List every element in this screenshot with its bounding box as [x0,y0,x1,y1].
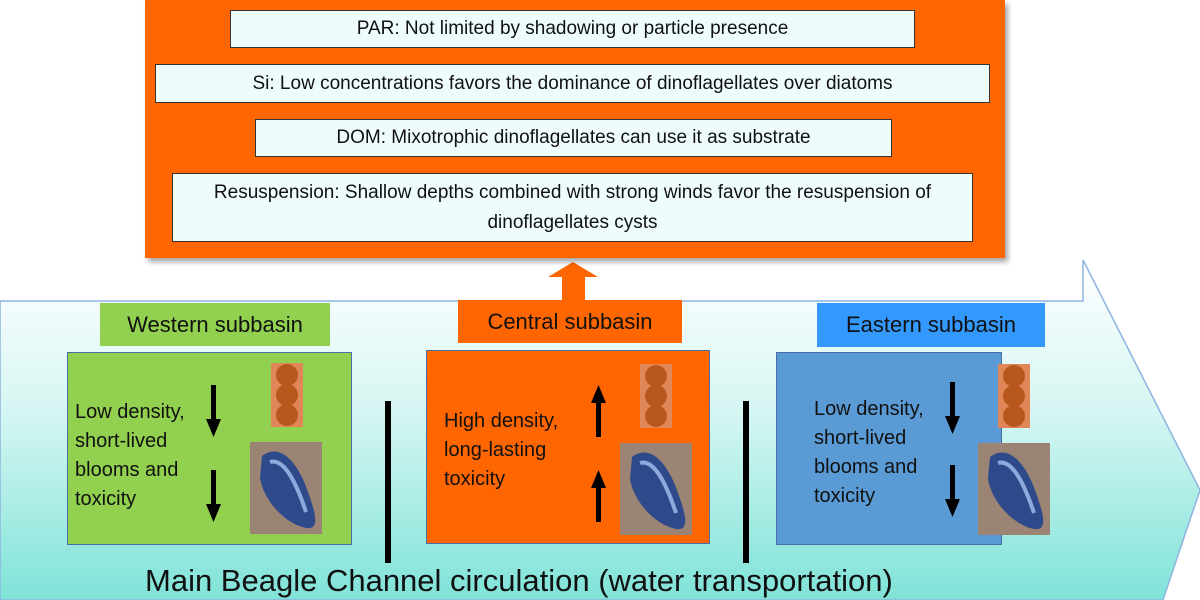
trend-down-arrow-icon [206,385,221,437]
divider-central-east [743,401,749,563]
central-label: Central subbasin [458,300,682,343]
eastern-text: Low density, short-lived blooms and toxi… [814,398,924,507]
factor-si: Si: Low concentrations favors the domina… [155,64,990,103]
dinoflagellate-chain-image [271,363,303,427]
factor-dom: DOM: Mixotrophic dinoflagellates can use… [255,119,892,157]
divider-west-central [385,401,391,563]
dinoflagellate-chain-image [998,364,1030,428]
dinoflagellate-chain-image [640,364,672,428]
factor-resuspension: Resuspension: Shallow depths combined wi… [172,173,973,242]
mussel-image [978,443,1050,535]
trend-down-arrow-icon [206,470,221,522]
trend-up-arrow-icon [591,470,606,522]
mussel-image [250,442,322,534]
mussel-image [620,443,692,535]
central-text: High density, long-lasting toxicity [444,410,559,490]
eastern-panel [776,352,1002,545]
western-label: Western subbasin [100,303,330,346]
trend-down-arrow-icon [945,382,960,434]
trend-up-arrow-icon [591,385,606,437]
up-arrow [548,262,598,300]
western-text: Low density, short-lived blooms and toxi… [75,401,185,510]
trend-down-arrow-icon [945,465,960,517]
factor-par: PAR: Not limited by shadowing or particl… [230,10,915,48]
circulation-label: Main Beagle Channel circulation (water t… [145,563,893,598]
eastern-label: Eastern subbasin [817,303,1045,347]
